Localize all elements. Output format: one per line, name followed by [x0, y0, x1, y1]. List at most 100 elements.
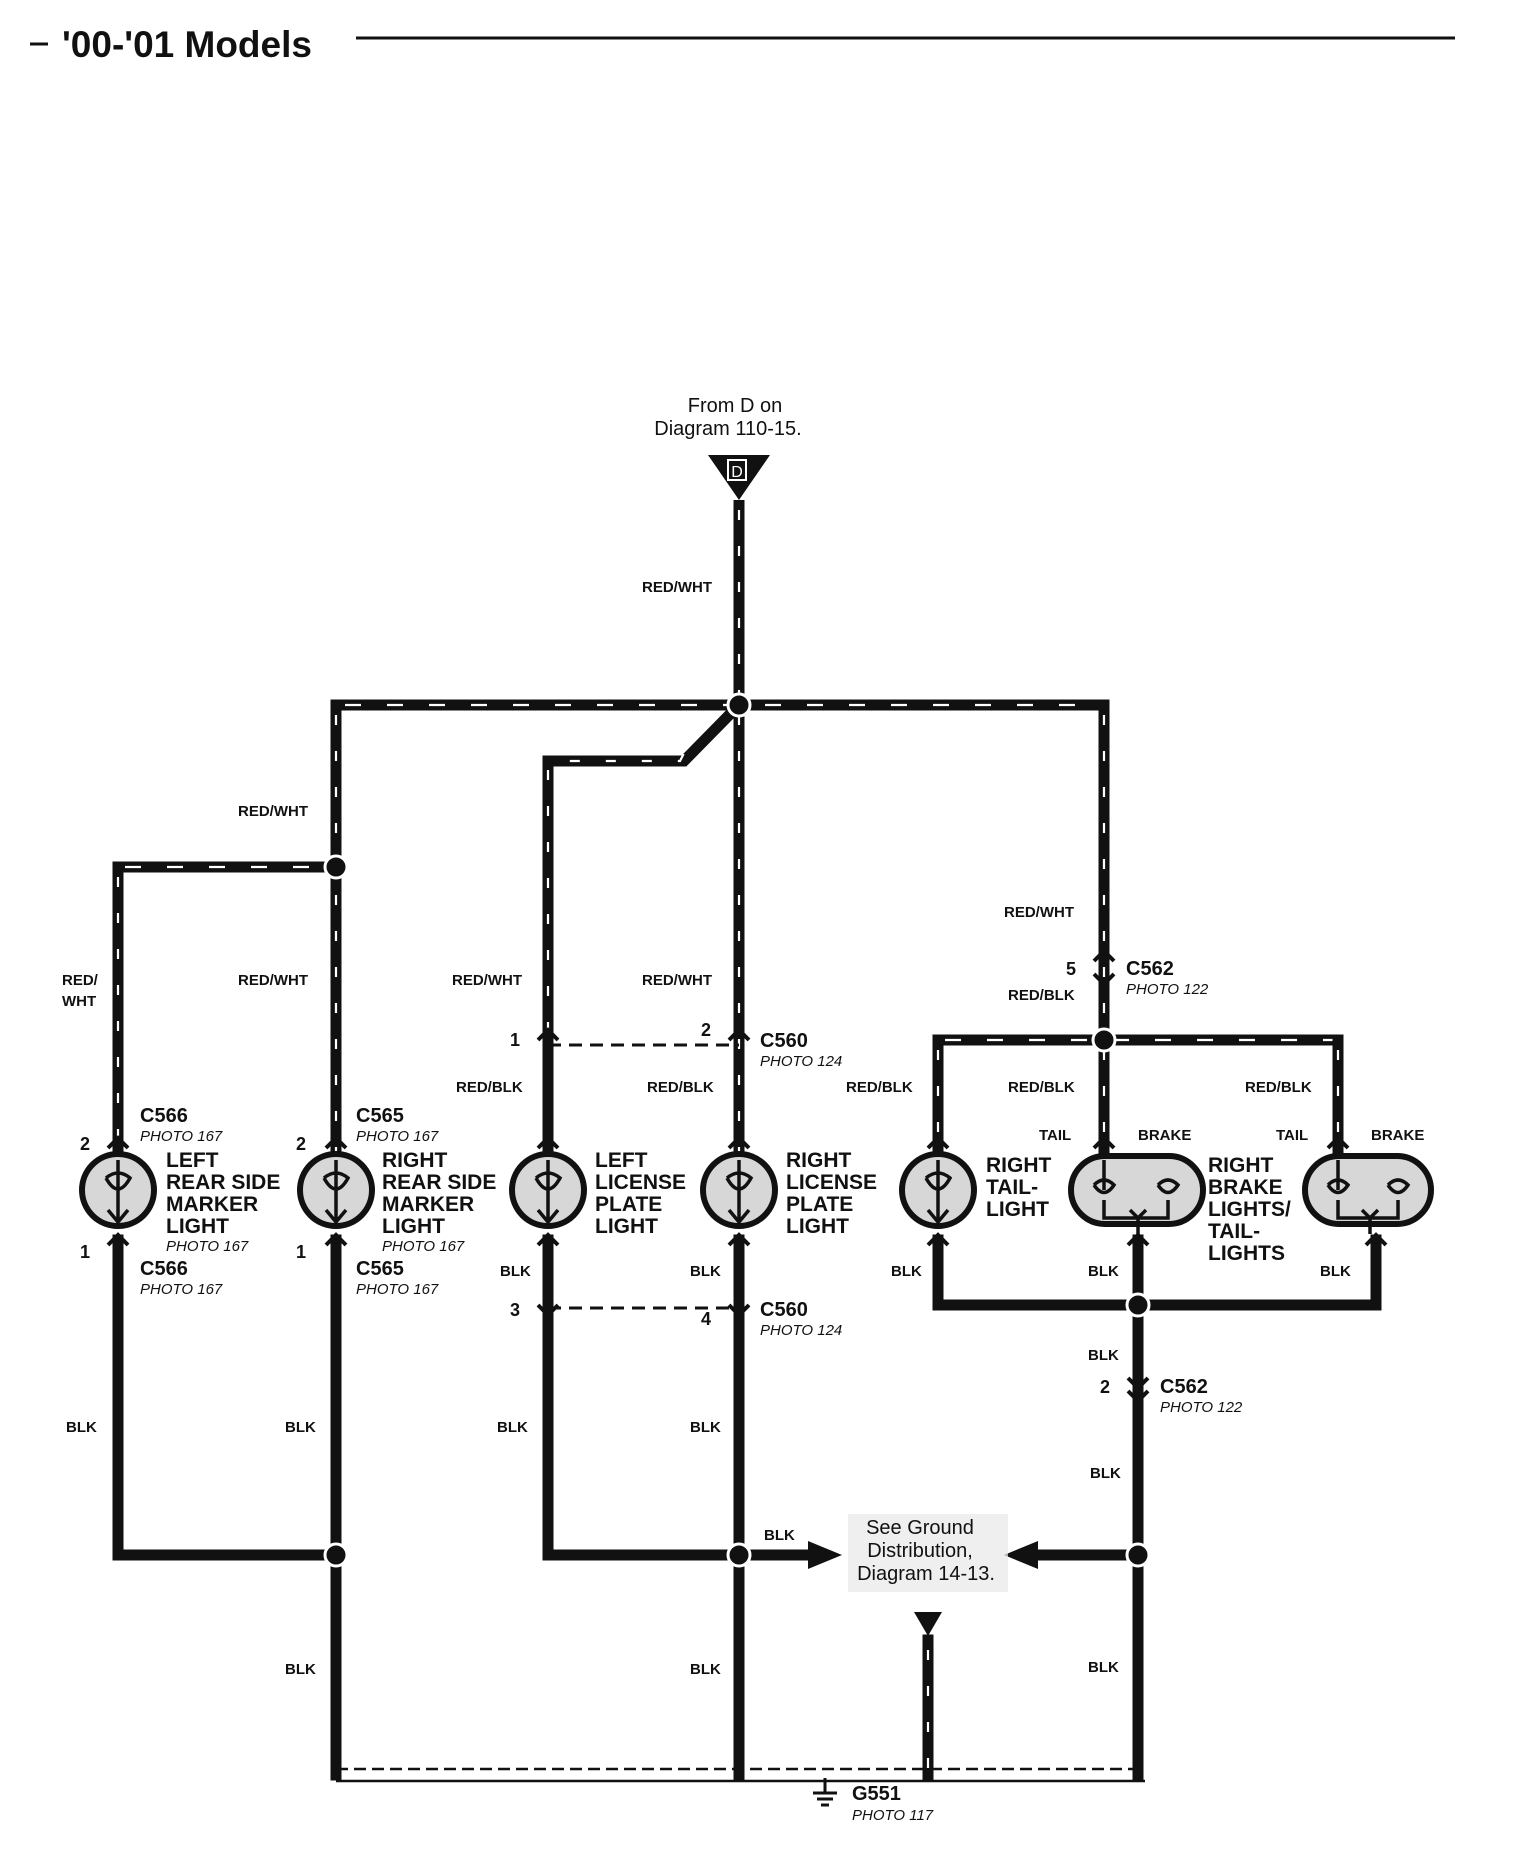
- svg-text:RIGHT: RIGHT: [1208, 1154, 1274, 1177]
- connector-name: C560: [760, 1299, 808, 1321]
- wire-label: BLK: [1090, 1465, 1121, 1482]
- right-license-plate-bulb-icon: [700, 1151, 778, 1229]
- svg-text:MARKER: MARKER: [382, 1193, 474, 1216]
- bus-dot: [734, 1770, 744, 1780]
- terminal-label: BRAKE: [1138, 1127, 1191, 1144]
- ground-g551-label: G551 PHOTO 117: [852, 1783, 934, 1824]
- wire-label: BLK: [690, 1661, 721, 1678]
- svg-text:RIGHT: RIGHT: [986, 1154, 1052, 1177]
- wire-label: BLK: [285, 1419, 316, 1436]
- connector-name: C566: [140, 1258, 188, 1280]
- wire-label: BLK: [1088, 1347, 1119, 1364]
- svg-text:See Ground: See Ground: [866, 1517, 974, 1539]
- connector-name: C562: [1126, 958, 1174, 980]
- source-line1: From D on: [688, 395, 782, 417]
- splice-dot: [323, 854, 349, 880]
- wire-labels: RED/WHT RED/WHT RED/ WHT RED/WHT RED/WHT…: [62, 579, 1351, 1678]
- svg-text:PHOTO 167: PHOTO 167: [166, 1238, 249, 1255]
- connector-photo: PHOTO 122: [1160, 1399, 1243, 1416]
- svg-text:Distribution,: Distribution,: [867, 1540, 973, 1562]
- wire-label: BLK: [1088, 1263, 1119, 1280]
- left-rear-side-marker-bulb-icon: [79, 1151, 157, 1229]
- right-brake-lights-label: RIGHT BRAKE LIGHTS/ TAIL- LIGHTS: [1208, 1154, 1291, 1265]
- splice-dot: [1091, 1027, 1117, 1053]
- left-rear-side-marker-label: LEFT REAR SIDE MARKER LIGHT PHOTO 167: [166, 1149, 280, 1255]
- right-tail-light-label: RIGHT TAIL- LIGHT: [986, 1154, 1052, 1221]
- wire-label: BLK: [1088, 1659, 1119, 1676]
- svg-text:Diagram 14-13.: Diagram 14-13.: [857, 1563, 995, 1585]
- svg-text:LICENSE: LICENSE: [786, 1171, 877, 1194]
- wire-label: RED/WHT: [1004, 904, 1074, 921]
- wire-label: RED/WHT: [642, 579, 712, 596]
- bus-dot: [331, 1770, 341, 1780]
- wire-label: BLK: [497, 1419, 528, 1436]
- svg-text:TAIL-: TAIL-: [986, 1176, 1038, 1199]
- wire-label: RED/BLK: [1008, 987, 1075, 1004]
- wire-label: RED/WHT: [238, 803, 308, 820]
- svg-text:LIGHTS: LIGHTS: [1208, 1242, 1285, 1265]
- connector-photo: PHOTO 122: [1126, 981, 1209, 998]
- connector-name: C565: [356, 1105, 404, 1127]
- wire-label: RED/WHT: [642, 972, 712, 989]
- source-reference: From D on Diagram 110-15. D: [654, 395, 802, 500]
- svg-text:LIGHTS/: LIGHTS/: [1208, 1198, 1291, 1221]
- wire-label: RED/: [62, 972, 99, 989]
- wire-label: RED/BLK: [846, 1079, 913, 1096]
- wire-label: RED/WHT: [452, 972, 522, 989]
- pin-number: 3: [510, 1300, 520, 1320]
- splice-dot: [1125, 1542, 1151, 1568]
- pin-number: 1: [296, 1242, 306, 1262]
- main-feed-wire: [330, 500, 1110, 711]
- pin-number: 1: [80, 1242, 90, 1262]
- connector-labels: 2 C566 PHOTO 167 1 C566 PHOTO 167 2 C565…: [80, 958, 1424, 1416]
- pin-number: 4: [701, 1309, 711, 1329]
- connector-pin-markers: [106, 948, 1388, 1404]
- connector-photo: PHOTO 124: [760, 1053, 842, 1070]
- svg-text:LEFT: LEFT: [595, 1149, 648, 1172]
- svg-text:LICENSE: LICENSE: [595, 1171, 686, 1194]
- left-license-plate-bulb-icon: [509, 1151, 587, 1229]
- ground-bus: [336, 1541, 1145, 1807]
- connector-name: C562: [1160, 1376, 1208, 1398]
- wire-label: RED/BLK: [456, 1079, 523, 1096]
- source-triangle-icon: [708, 455, 770, 500]
- wire-label: RED/BLK: [1008, 1079, 1075, 1096]
- splice-dot: [726, 692, 752, 718]
- connector-name: C566: [140, 1105, 188, 1127]
- pin-number: 5: [1066, 959, 1076, 979]
- ground-arrow-down-icon: [914, 1612, 942, 1636]
- bus-dot: [1133, 1770, 1143, 1780]
- source-letter: D: [731, 464, 743, 481]
- connector-photo: PHOTO 167: [356, 1281, 439, 1298]
- terminal-label: BRAKE: [1371, 1127, 1424, 1144]
- ground-arrow-right-icon: [1004, 1541, 1038, 1569]
- svg-text:REAR SIDE: REAR SIDE: [382, 1171, 496, 1194]
- terminal-label: TAIL: [1276, 1127, 1308, 1144]
- svg-text:LIGHT: LIGHT: [786, 1215, 849, 1238]
- splice-points: [323, 692, 1151, 1780]
- right-brake-light-2-bulb-icon: [1302, 1153, 1434, 1234]
- svg-text:PHOTO 167: PHOTO 167: [382, 1238, 465, 1255]
- wire-label: BLK: [66, 1419, 97, 1436]
- source-line2: Diagram 110-15.: [654, 418, 801, 440]
- right-license-plate-label: RIGHT LICENSE PLATE LIGHT: [786, 1149, 877, 1238]
- license-feed-wires: [542, 697, 747, 1171]
- svg-text:MARKER: MARKER: [166, 1193, 258, 1216]
- pin-number: 2: [701, 1020, 711, 1040]
- right-rear-side-marker-bulb-icon: [297, 1151, 375, 1229]
- splice-dot: [1125, 1292, 1151, 1318]
- svg-text:TAIL-: TAIL-: [1208, 1220, 1260, 1243]
- wire-label: RED/BLK: [647, 1079, 714, 1096]
- svg-text:LEFT: LEFT: [166, 1149, 219, 1172]
- ground-symbol-icon: [813, 1778, 837, 1807]
- connector-photo: PHOTO 124: [760, 1322, 842, 1339]
- terminal-label: TAIL: [1039, 1127, 1071, 1144]
- wire-label: BLK: [690, 1419, 721, 1436]
- svg-text:LIGHT: LIGHT: [166, 1215, 229, 1238]
- connector-name: C565: [356, 1258, 404, 1280]
- left-license-plate-label: LEFT LICENSE PLATE LIGHT: [595, 1149, 686, 1238]
- wire-label: BLK: [891, 1263, 922, 1280]
- wire-label: BLK: [285, 1661, 316, 1678]
